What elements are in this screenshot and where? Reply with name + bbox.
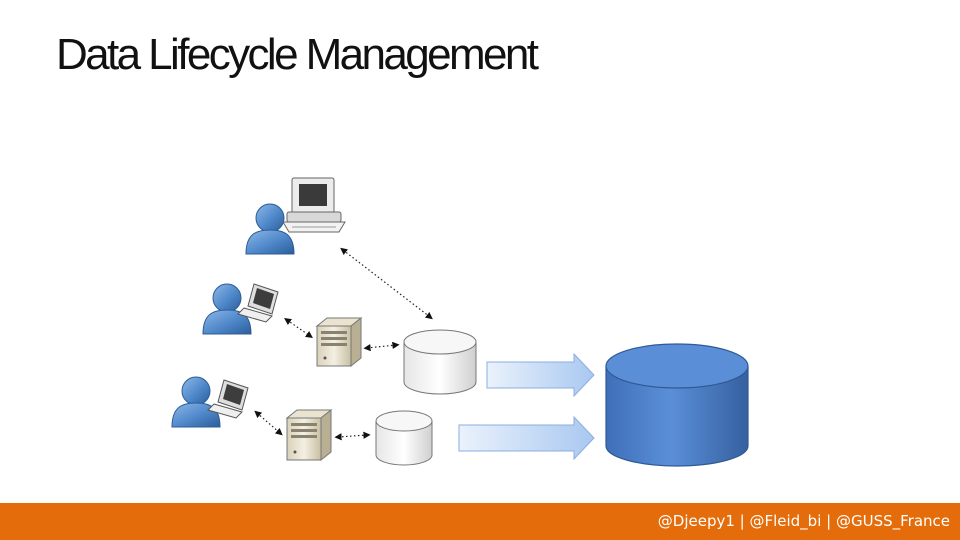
user-icon	[245, 203, 295, 255]
slide-title: Data Lifecycle Management	[56, 30, 539, 79]
desktop-computer-icon	[282, 177, 346, 233]
connector-desktop-to-db	[340, 247, 433, 320]
connector-server2-to-db2	[363, 341, 400, 352]
block-arrow-db2-to-warehouse	[486, 352, 595, 398]
database-icon	[375, 410, 433, 466]
laptop-icon	[237, 283, 279, 323]
footer-social-handles: @Djeepy1 | @Fleid_bi | @GUSS_France	[657, 512, 950, 530]
connector-server3-to-db3	[334, 431, 371, 441]
server-tower-icon	[285, 408, 333, 462]
user-icon	[171, 376, 221, 428]
connector-laptop2-to-server2	[284, 317, 313, 339]
footer-bar: @Djeepy1 | @Fleid_bi | @GUSS_France	[0, 503, 960, 540]
user-icon	[202, 283, 252, 335]
block-arrow-db3-to-warehouse	[458, 415, 595, 461]
laptop-icon	[207, 379, 249, 419]
server-tower-icon	[315, 316, 363, 368]
database-icon	[403, 329, 477, 395]
data-warehouse-database-icon	[605, 343, 749, 467]
connector-laptop3-to-server3	[254, 410, 283, 436]
